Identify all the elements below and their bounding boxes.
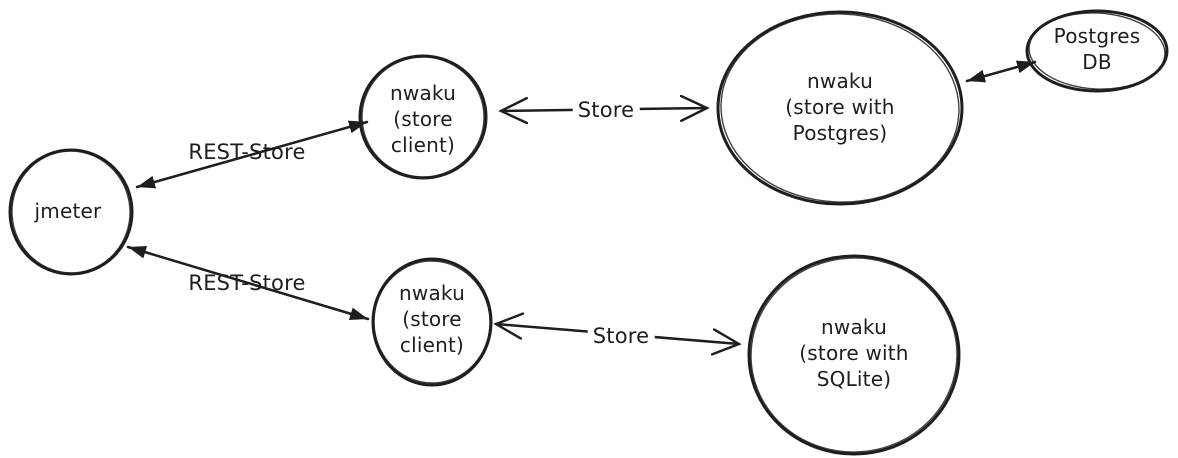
store-client-top-node-circle bbox=[358, 54, 488, 180]
store-top-edge-label: Store bbox=[572, 98, 640, 122]
store-client-bottom-node-label: nwaku (store client) bbox=[399, 281, 465, 357]
store-client-top-node-label: nwaku (store client) bbox=[390, 81, 456, 157]
nwaku-postgres-node-label: nwaku (store with Postgres) bbox=[785, 69, 895, 145]
nwaku-sqlite-node-circle bbox=[747, 254, 961, 456]
postgres-db-node-ellipse bbox=[1025, 9, 1169, 93]
jmeter-node-circle bbox=[8, 148, 134, 276]
rest-store-bottom-edge-label: REST-Store bbox=[188, 271, 306, 295]
nwaku-postgres-node-circle bbox=[716, 10, 964, 206]
rest-store-bottom-arrow bbox=[126, 245, 370, 321]
postgres-db-link-arrow bbox=[965, 60, 1037, 83]
jmeter-node-label: jmeter bbox=[34, 199, 102, 223]
store-client-bottom-node-circle bbox=[371, 257, 493, 387]
rest-store-top-edge-label: REST-Store bbox=[188, 140, 306, 164]
postgres-db-node-label: Postgres DB bbox=[1053, 24, 1141, 74]
nwaku-sqlite-node-label: nwaku (store with SQLite) bbox=[799, 315, 909, 391]
store-bottom-edge-label: Store bbox=[587, 324, 655, 348]
rest-store-top-arrow bbox=[135, 120, 369, 189]
